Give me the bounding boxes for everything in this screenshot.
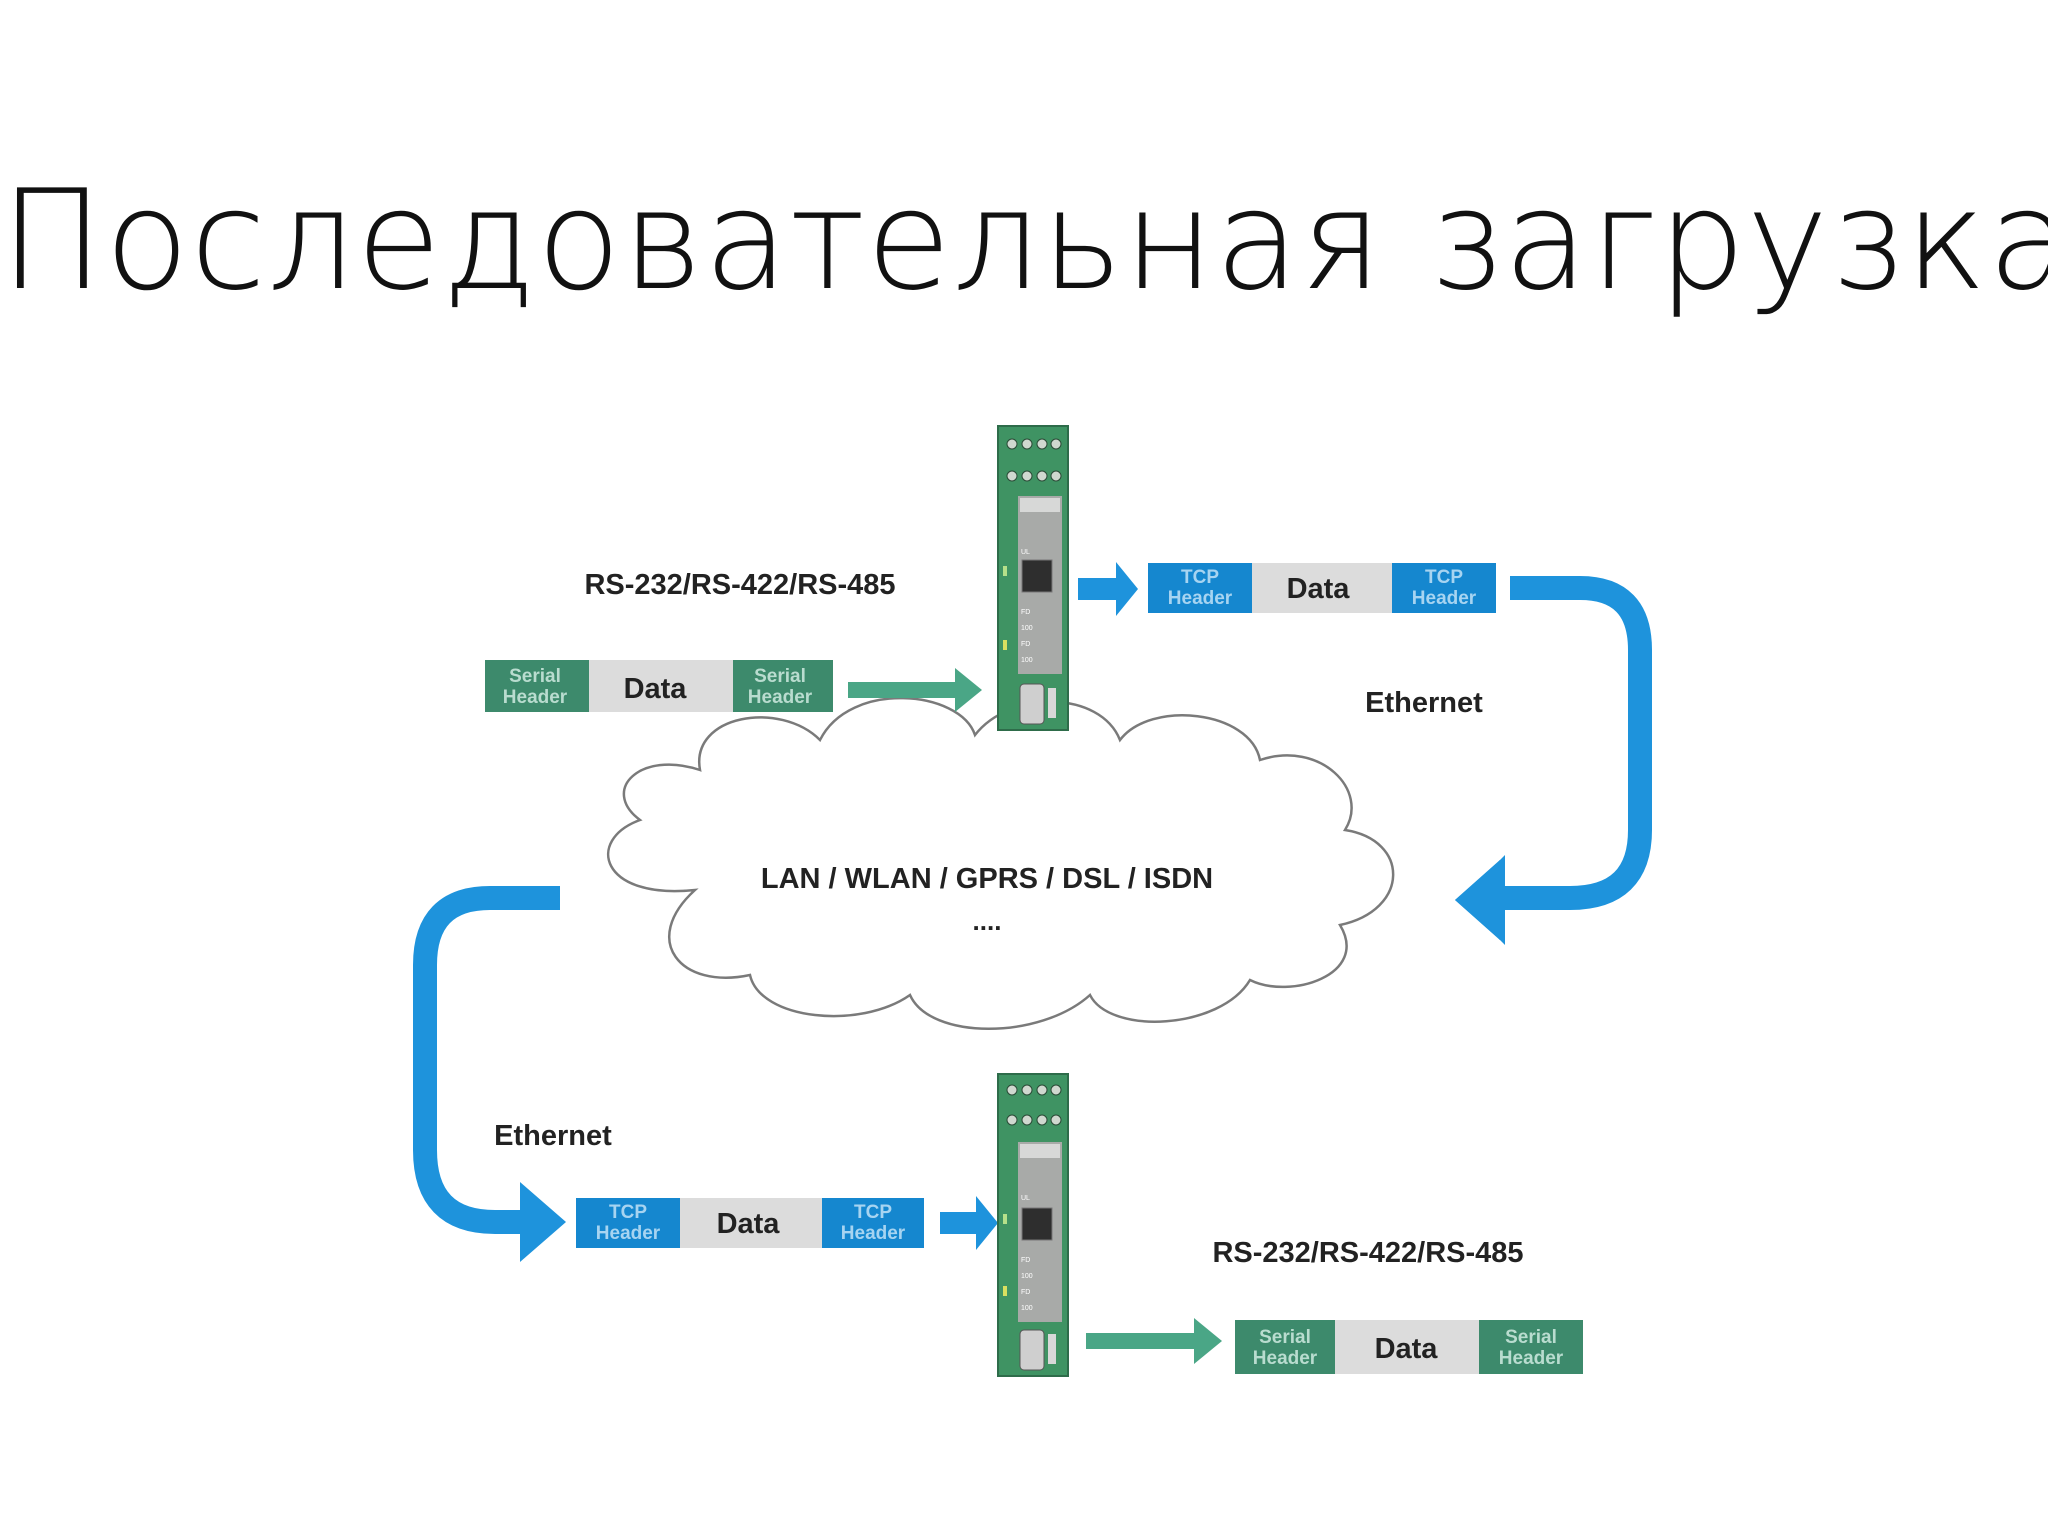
- slide-title: Последовательная загрузка: [0, 160, 2048, 321]
- serial-header-label: Serial: [1505, 1327, 1557, 1348]
- tcp-header-label: TCP: [1181, 567, 1219, 588]
- ethernet-port-icon: [1021, 1207, 1053, 1241]
- network-types-label: LAN / WLAN / GPRS / DSL / ISDN: [761, 863, 1213, 895]
- serial-header-label: Header: [748, 687, 813, 708]
- sub-d-connector-icon: [1019, 683, 1045, 725]
- network-ellipsis: ....: [973, 906, 1002, 936]
- bottom-device: UL FD 100 FD 100: [997, 1073, 1069, 1377]
- serial-header-label: Serial: [509, 666, 561, 687]
- bottom-serial-packet: Serial Header Data Serial Header: [1235, 1320, 1583, 1374]
- serial-header-label: Header: [1253, 1348, 1318, 1369]
- top-serial-packet: Serial Header Data Serial Header: [485, 660, 833, 712]
- tcp-header-label: Header: [1412, 588, 1477, 609]
- port-label: 100: [1021, 1273, 1033, 1280]
- arrow-head-icon: [520, 1182, 566, 1262]
- data-label: Data: [624, 673, 688, 705]
- tcp-header-label: TCP: [854, 1202, 892, 1223]
- port-label: FD: [1021, 609, 1030, 616]
- serial-header-label: Serial: [754, 666, 806, 687]
- bottom-tcp-packet: TCP Header Data TCP Header: [576, 1198, 924, 1248]
- top-interface-label: RS-232/RS-422/RS-485: [584, 569, 895, 601]
- port-label: UL: [1021, 1195, 1030, 1202]
- top-serial-arrow: [848, 668, 982, 712]
- terminal-block: [1006, 438, 1062, 482]
- sub-d-connector-icon: [1019, 1329, 1045, 1371]
- top-device: UL FD 100 FD 100: [997, 425, 1069, 731]
- port-label: FD: [1021, 641, 1030, 648]
- ethernet-flow-arrow-right: [1455, 576, 1652, 945]
- port-label: FD: [1021, 1257, 1030, 1264]
- bottom-serial-arrow: [1086, 1318, 1222, 1364]
- top-tcp-packet: TCP Header Data TCP Header: [1148, 563, 1496, 613]
- terminal-block: [1006, 1084, 1062, 1126]
- cloud-shape: [606, 696, 1395, 1030]
- serial-header-label: Serial: [1259, 1327, 1311, 1348]
- bottom-tcp-arrow: [940, 1196, 998, 1250]
- bottom-interface-label: RS-232/RS-422/RS-485: [1212, 1237, 1523, 1269]
- top-tcp-arrow: [1078, 562, 1138, 616]
- tcp-header-label: Header: [1168, 588, 1233, 609]
- port-label: 100: [1021, 1305, 1033, 1312]
- tcp-header-label: TCP: [609, 1202, 647, 1223]
- data-label: Data: [1375, 1333, 1439, 1365]
- data-label: Data: [1287, 573, 1351, 605]
- bottom-ethernet-label: Ethernet: [494, 1120, 612, 1152]
- network-cloud: LAN / WLAN / GPRS / DSL / ISDN ....: [606, 696, 1395, 1030]
- port-label: FD: [1021, 1289, 1030, 1296]
- ethernet-flow-arrow-left: [413, 886, 566, 1262]
- serial-header-label: Header: [503, 687, 568, 708]
- tcp-header-label: Header: [596, 1223, 661, 1244]
- port-label: 100: [1021, 625, 1033, 632]
- ethernet-port-icon: [1021, 559, 1053, 593]
- top-ethernet-label: Ethernet: [1365, 687, 1483, 719]
- port-label: 100: [1021, 657, 1033, 664]
- tcp-header-label: Header: [841, 1223, 906, 1244]
- tcp-header-label: TCP: [1425, 567, 1463, 588]
- serial-header-label: Header: [1499, 1348, 1564, 1369]
- port-label: UL: [1021, 549, 1030, 556]
- data-label: Data: [717, 1208, 781, 1240]
